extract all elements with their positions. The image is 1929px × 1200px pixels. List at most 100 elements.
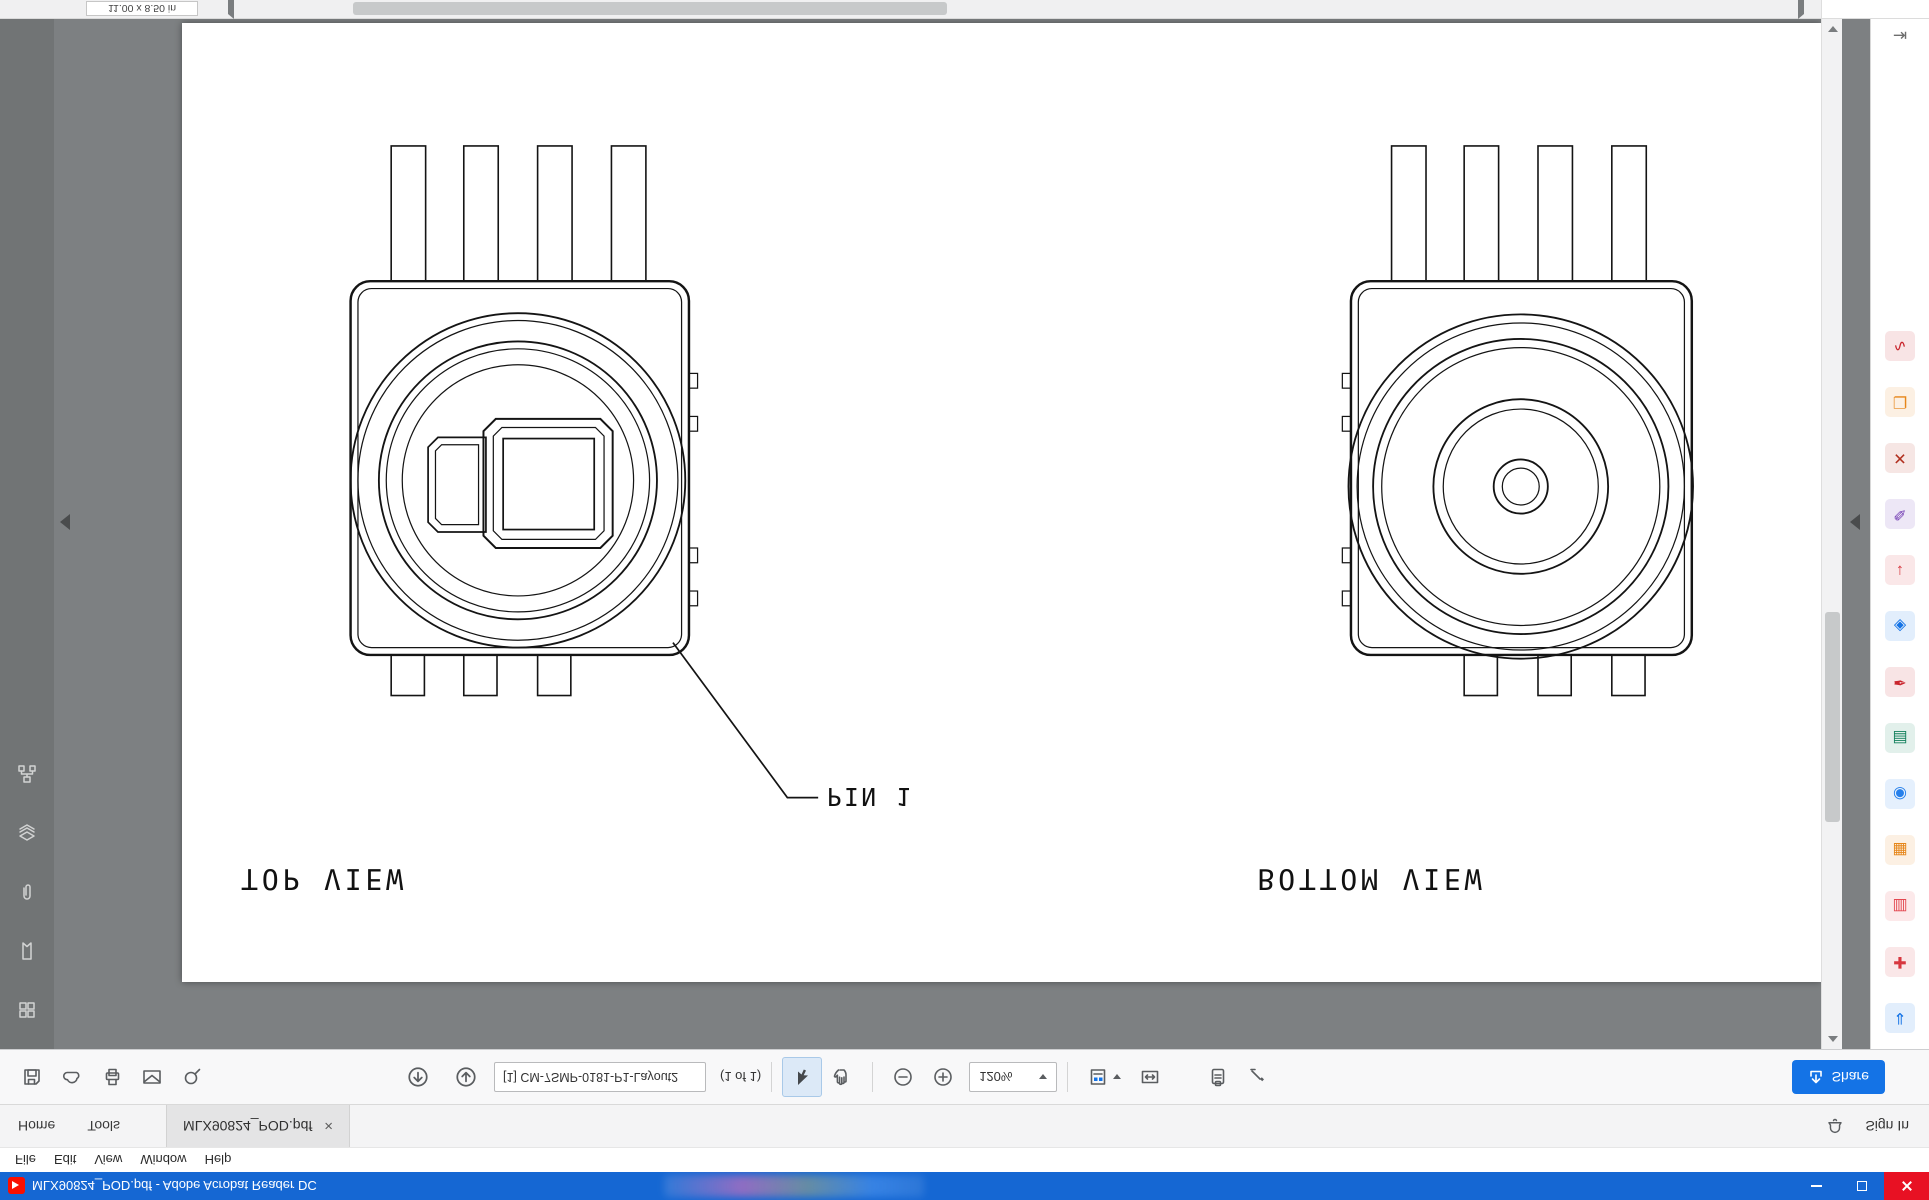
share-icon [1809,1070,1822,1084]
tool-comment-icon[interactable]: ❏ [1885,387,1915,417]
toolbar-separator [771,1062,773,1092]
menu-view[interactable]: View [94,1152,123,1168]
page-display-icon [1090,1069,1106,1085]
page-thumbnails-button[interactable] [12,997,42,1023]
tab-close-icon[interactable]: × [324,1117,334,1135]
pin1-label: PIN 1 [827,782,913,811]
window-controls [1794,1172,1929,1200]
tool-edit-pdf-icon[interactable]: ✎ [1885,499,1915,529]
page-label-value: [1] CM-7SMP-0181-P1-Layout2 [503,1070,679,1084]
scroll-down-button[interactable] [1822,19,1843,39]
tool-protect-icon[interactable]: ◈ [1885,611,1915,641]
zoom-in-button[interactable] [923,1057,963,1097]
minimize-button[interactable] [1794,1172,1839,1200]
bottom-view-drawing: BOTTOM VIEW [1257,145,1694,895]
tool-fill-and-sign-icon[interactable]: ✒ [1885,667,1915,697]
tab-document[interactable]: MLX90824_POD.pdf × [166,1105,351,1147]
horizontal-scroll-thumb[interactable] [353,2,947,15]
save-button[interactable] [12,1057,52,1097]
bookmarks-button[interactable] [12,938,42,964]
page-thumbnails-icon [19,1002,35,1018]
pdf-page[interactable]: PIN 1 TOP VIEW [182,23,1821,982]
close-icon [1901,1180,1913,1192]
collapse-right-panel-arrow[interactable] [1850,514,1860,530]
menu-file[interactable]: File [15,1152,36,1168]
tabbar-right-group: Sign In [1825,1105,1929,1147]
tool-create-pdf-icon[interactable]: ✚ [1885,947,1915,977]
zoom-out-button[interactable] [883,1057,923,1097]
menu-help[interactable]: Help [204,1152,232,1168]
chevron-down-icon [1113,1074,1122,1080]
tool-combine-files-icon[interactable]: ▥ [1885,891,1915,921]
zoom-level-value: 120% [979,1069,1013,1085]
model-tree-button[interactable] [12,761,42,787]
pen-button[interactable] [1238,1057,1278,1097]
tab-bar: Home Tools MLX90824_POD.pdf × Sign In [0,1104,1929,1147]
email-icon [143,1070,161,1084]
tab-tools[interactable]: Tools [87,1118,121,1134]
notifications-icon[interactable] [1825,1116,1845,1136]
scrollbar-corner [1821,0,1929,19]
hand-tool-button[interactable] [822,1057,862,1097]
tool-stamp-icon[interactable]: ◉ [1885,779,1915,809]
search-button[interactable] [172,1057,212,1097]
cloud-save-button[interactable] [52,1057,92,1097]
tool-export-pdf-icon[interactable]: ⇓ [1885,1003,1915,1033]
collapse-left-panel-arrow[interactable] [60,514,70,530]
save-icon [24,1069,40,1085]
hand-tool-icon [833,1069,847,1086]
expand-tools-pane-icon[interactable]: ⇥ [1892,26,1908,45]
print-button[interactable] [92,1057,132,1097]
page-size-indicator: 11.00 x 8.50 in [86,1,198,16]
tools-rail: ⇓ ✚ ▥ ▦ ◉ ▤ ✒ ◈ ↓ ✎ ✕ ❏ ∿ ⇥ [1870,19,1929,1049]
fit-width-button[interactable] [1130,1057,1170,1097]
zoom-out-icon [894,1068,912,1086]
tool-redact-icon[interactable]: ✕ [1885,443,1915,473]
menu-window[interactable]: Window [140,1152,187,1168]
tool-certificates-icon[interactable]: ∿ [1885,331,1915,361]
titlebar-artifact [664,1175,924,1197]
toolbar-separator [872,1062,874,1092]
tool-compress-pdf-icon[interactable]: ↓ [1885,555,1915,585]
horizontal-scrollbar[interactable]: 11.00 x 8.50 in [0,0,1821,19]
print-icon [105,1068,120,1086]
acrobat-logo-icon [8,1177,25,1195]
scroll-left-button[interactable] [228,0,234,19]
attachments-button[interactable] [12,879,42,905]
zoom-level-select[interactable]: 120% [969,1062,1058,1092]
vertical-scroll-thumb[interactable] [1825,612,1840,822]
clipboard-button[interactable] [1198,1057,1238,1097]
next-page-button[interactable] [446,1057,486,1097]
scroll-up-button[interactable] [1822,1029,1843,1049]
window-title: MLX90824_POD.pdf - Adobe Acrobat Reader … [32,1178,317,1194]
attachments-icon [23,884,31,900]
close-button[interactable] [1884,1172,1929,1200]
page-label-field[interactable]: [1] CM-7SMP-0181-P1-Layout2 [494,1062,706,1092]
vertical-scrollbar[interactable] [1821,19,1842,1049]
page-display-button[interactable] [1078,1057,1130,1097]
tool-organize-pages-icon[interactable]: ▦ [1885,835,1915,865]
share-label: Share [1831,1069,1869,1085]
select-tool-button[interactable] [782,1057,823,1097]
share-button[interactable]: Share [1791,1060,1885,1094]
sign-in-link[interactable]: Sign In [1865,1118,1909,1134]
maximize-button[interactable] [1839,1172,1884,1200]
page-count-label: (1 of 1) [720,1069,762,1085]
left-navigation-rail [0,19,54,1049]
scroll-right-button[interactable] [1798,0,1804,19]
menu-edit[interactable]: Edit [53,1152,77,1168]
previous-page-button[interactable] [398,1057,438,1097]
layers-button[interactable] [12,820,42,846]
email-button[interactable] [132,1057,172,1097]
minimize-icon [1811,1185,1822,1187]
layers-icon [19,824,35,841]
document-canvas: PIN 1 TOP VIEW [0,19,1929,1049]
triangle-up-icon [1827,1036,1838,1042]
select-tool-icon [798,1069,809,1085]
zoom-in-icon [934,1068,952,1086]
bottom-view-label: BOTTOM VIEW [1257,862,1485,895]
tool-scan-ocr-icon[interactable]: ▤ [1885,723,1915,753]
tab-home[interactable]: Home [18,1118,56,1134]
